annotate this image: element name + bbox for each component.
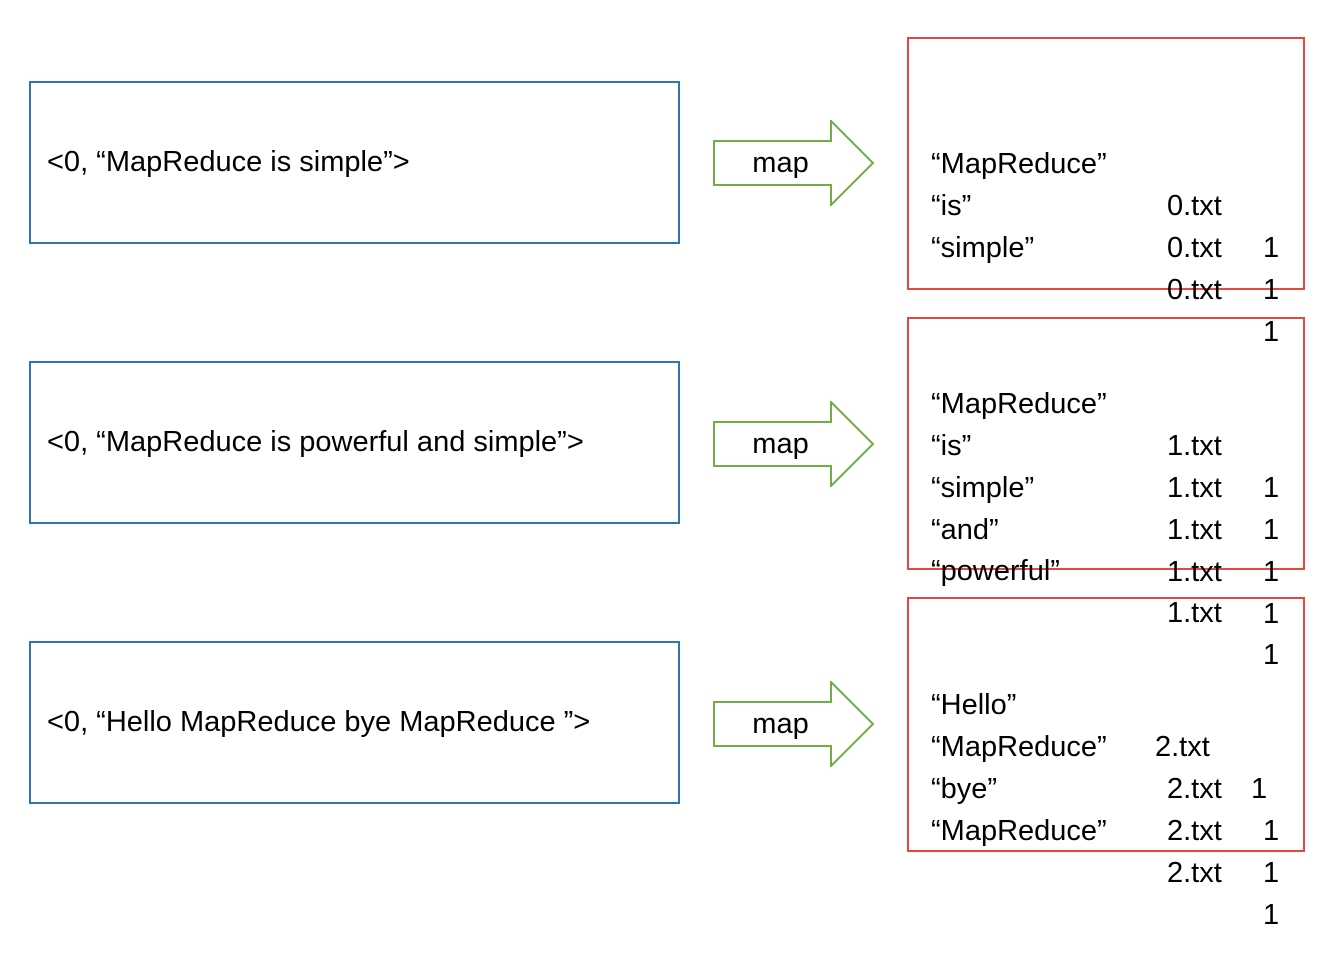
map-label-3: map xyxy=(752,707,809,740)
output-key: “bye” xyxy=(931,773,998,805)
output-file: 2.txt xyxy=(1167,857,1222,889)
output-file: 0.txt xyxy=(1167,274,1222,306)
output-box-3: “Hello” 2.txt 1 “MapReduce” 2.txt 1 “bye… xyxy=(907,597,1305,931)
output-file: 1.txt xyxy=(1167,430,1222,462)
output-count: 1 xyxy=(1263,639,1280,671)
output-key: “MapReduce” xyxy=(931,388,1107,420)
output-file: 1.txt xyxy=(1167,472,1222,504)
output-file: 0.txt xyxy=(1167,190,1222,222)
output-row: “MapReduce” 2.txt 1 xyxy=(931,768,1291,931)
map-label-2: map xyxy=(752,427,809,460)
output-count: 1 xyxy=(1263,514,1280,546)
output-key: “MapReduce” xyxy=(931,731,1107,763)
output-row: “simple” 1.txt 1 xyxy=(931,425,1291,588)
output-row: “is” 1.txt 1 xyxy=(931,383,1291,546)
map-label-1: map xyxy=(752,146,809,179)
output-key: “and” xyxy=(931,514,999,546)
output-count: 1 xyxy=(1263,316,1280,348)
input-box-3: <0, “Hello MapReduce bye MapReduce ”> xyxy=(29,641,680,804)
output-key: “MapReduce” xyxy=(931,148,1107,180)
output-key: “is” xyxy=(931,190,972,222)
output-row: “MapReduce” 0.txt 1 xyxy=(931,101,1291,264)
output-file: 2.txt xyxy=(1167,815,1222,847)
output-file: 1.txt xyxy=(1167,556,1222,588)
output-row: “simple” 0.txt 1 xyxy=(931,185,1291,348)
map-arrow-2: map xyxy=(713,401,875,487)
map-arrow-1: map xyxy=(713,120,875,206)
output-count: 1 xyxy=(1263,472,1280,504)
output-file: 2.txt xyxy=(1167,773,1222,805)
output-row: “and” 1.txt 1 xyxy=(931,467,1291,630)
output-key: “simple” xyxy=(931,232,1035,264)
output-count: 1 xyxy=(1263,232,1280,264)
input-text-3: <0, “Hello MapReduce bye MapReduce ”> xyxy=(47,706,591,738)
arrow-right-icon xyxy=(713,401,875,487)
output-count: 1 xyxy=(1263,556,1280,588)
arrow-right-icon xyxy=(713,681,875,767)
output-count: 1 xyxy=(1263,815,1280,847)
output-box-1: “MapReduce” 0.txt 1 “is” 0.txt 1 “simple… xyxy=(907,37,1305,348)
map-arrow-3: map xyxy=(713,681,875,767)
output-row: “MapReduce” 1.txt 1 xyxy=(931,341,1291,504)
output-row: “bye” 2.txt 1 xyxy=(931,726,1291,889)
input-box-2: <0, “MapReduce is powerful and simple”> xyxy=(29,361,680,524)
output-key: “simple” xyxy=(931,472,1035,504)
output-box-2: “MapReduce” 1.txt 1 “is” 1.txt 1 “simple… xyxy=(907,317,1305,671)
output-count: 1 xyxy=(1263,857,1280,889)
output-key: “powerful” xyxy=(931,555,1060,587)
output-count: 1 xyxy=(1263,899,1280,931)
input-text-2: <0, “MapReduce is powerful and simple”> xyxy=(47,426,584,458)
output-row: “Hello” 2.txt 1 xyxy=(931,642,1291,805)
output-file: 1.txt xyxy=(1167,597,1222,629)
output-file: 0.txt xyxy=(1167,232,1222,264)
input-box-1: <0, “MapReduce is simple”> xyxy=(29,81,680,244)
input-text-1: <0, “MapReduce is simple”> xyxy=(47,146,410,178)
output-count: 1 xyxy=(1251,773,1268,805)
output-key: “Hello” xyxy=(931,689,1017,721)
output-row: “powerful” 1.txt 1 xyxy=(931,508,1291,671)
output-row: “MapReduce” 2.txt 1 xyxy=(931,684,1291,847)
arrow-right-icon xyxy=(713,120,875,206)
output-file: 2.txt xyxy=(1155,731,1210,763)
output-row: “is” 0.txt 1 xyxy=(931,143,1291,306)
output-count: 1 xyxy=(1263,598,1280,630)
output-file: 1.txt xyxy=(1167,514,1222,546)
output-key: “MapReduce” xyxy=(931,815,1107,847)
output-key: “is” xyxy=(931,430,972,462)
output-count: 1 xyxy=(1263,274,1280,306)
